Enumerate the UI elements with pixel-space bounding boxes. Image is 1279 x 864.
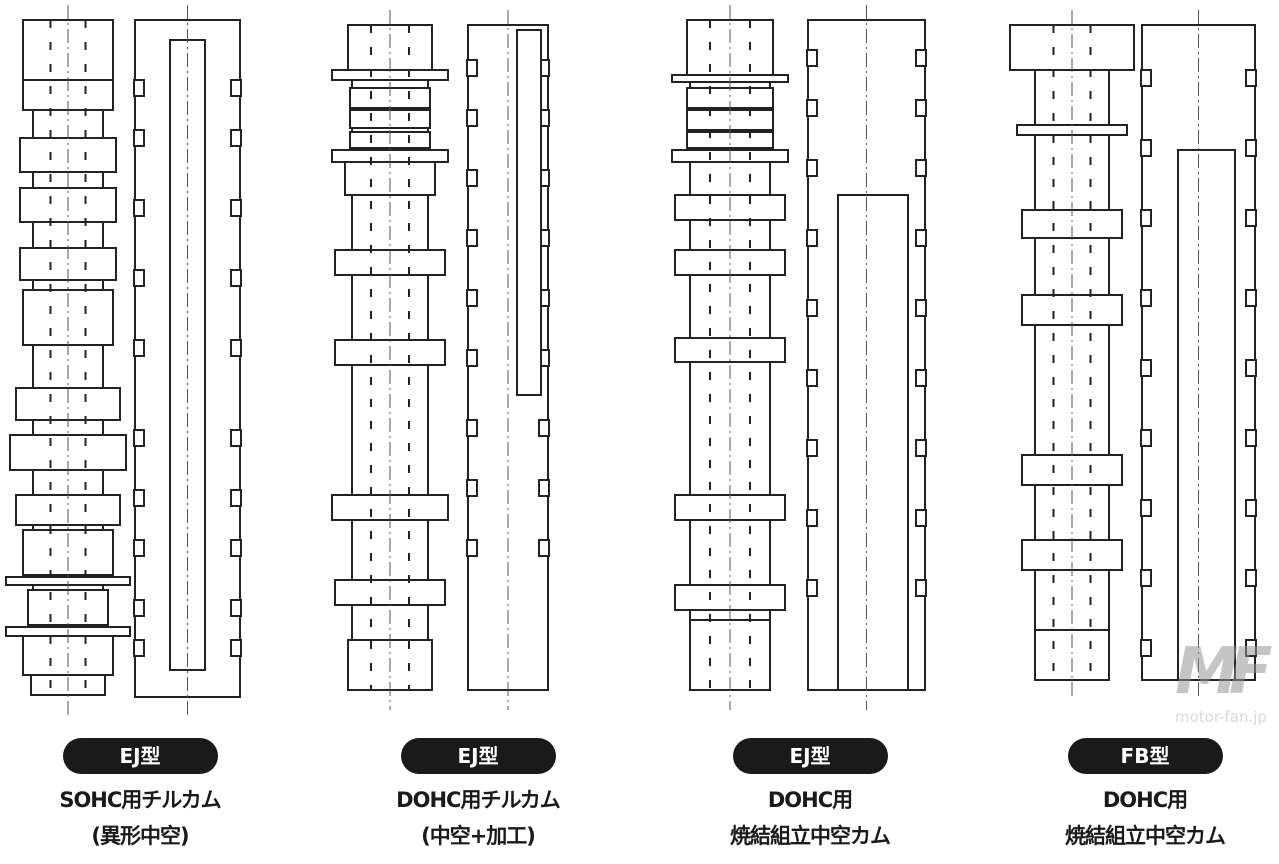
fb-sintered-cam-section-notch <box>1140 429 1152 447</box>
dohc-chill-cam-section-notch <box>538 419 550 437</box>
dohc-chill-cam-section-notch <box>466 479 478 497</box>
ej-sintered-cam-section-notch <box>806 439 818 457</box>
engine-badge: EJ型 <box>400 738 556 774</box>
sohc-cam-section-notch <box>133 489 145 507</box>
engine-badge: FB型 <box>1067 738 1223 774</box>
sohc-cam-section-notch <box>230 339 242 357</box>
caption-line1: DOHC用 <box>1102 788 1188 812</box>
ej-sintered-cam-section-notch <box>806 229 818 247</box>
caption-dohc-chill-cam: EJ型 DOHC用チルカム (中空+加工) <box>348 738 608 850</box>
sohc-cam-section-notch <box>230 129 242 147</box>
caption-line2: 焼結組立中空カム <box>1065 824 1226 848</box>
sohc-cam-section-notch <box>133 339 145 357</box>
caption-line1: DOHC用チルカム <box>396 788 561 812</box>
caption-line2: (異形中空) <box>91 824 189 848</box>
dohc-chill-cam-section-notch <box>466 229 478 247</box>
fb-sintered-cam-section-notch <box>1245 139 1257 157</box>
fb-sintered-cam-section-notch <box>1140 499 1152 517</box>
dohc-chill-cam-section-notch <box>538 479 550 497</box>
watermark-site: motor-fan.jp <box>1175 708 1267 726</box>
sohc-cam-section-notch <box>230 79 242 97</box>
ej-sintered-cam-section-notch <box>806 299 818 317</box>
ej-sintered-cam-section-notch <box>915 579 927 597</box>
dohc-chill-cam-section-notch <box>466 109 478 127</box>
fb-sintered-cam-section-notch <box>1245 359 1257 377</box>
sohc-cam-section-notch <box>230 429 242 447</box>
ej-sintered-cam-section-notch <box>806 99 818 117</box>
fb-sintered-cam-section-notch <box>1245 639 1257 657</box>
sohc-cam-section-notch <box>230 199 242 217</box>
engine-badge: EJ型 <box>62 738 218 774</box>
dohc-chill-cam-section-notch <box>466 289 478 307</box>
sohc-cam-section-notch <box>133 199 145 217</box>
ej-sintered-cam-section-notch <box>915 509 927 527</box>
caption-line2: (中空+加工) <box>421 824 536 848</box>
fb-sintered-cam-section-notch <box>1140 359 1152 377</box>
ej-sintered-cam-section-notch <box>806 369 818 387</box>
dohc-chill-cam-section-notch <box>466 419 478 437</box>
fb-sintered-cam-section-notch <box>1140 69 1152 87</box>
ej-sintered-cam-section-notch <box>915 439 927 457</box>
ej-sintered-cam-section-notch <box>915 299 927 317</box>
watermark-logo: MF <box>1175 635 1272 709</box>
ej-sintered-cam-section-notch <box>915 159 927 177</box>
sohc-cam-section-notch <box>230 539 242 557</box>
fb-sintered-cam-section-notch <box>1245 569 1257 587</box>
caption-ej-sintered-cam: EJ型 DOHC用 焼結組立中空カム <box>680 738 940 850</box>
sohc-cam-section-notch <box>133 539 145 557</box>
fb-sintered-cam-section-notch <box>1245 289 1257 307</box>
sohc-cam-section-notch <box>133 129 145 147</box>
fb-sintered-cam-section-notch <box>1140 209 1152 227</box>
caption-line1: SOHC用チルカム <box>59 788 221 812</box>
sohc-cam-section-notch <box>133 429 145 447</box>
sohc-cam-section-notch <box>230 269 242 287</box>
dohc-chill-cam-section-notch <box>466 59 478 77</box>
ej-sintered-cam-section-notch <box>915 49 927 67</box>
ej-sintered-cam-section-bore <box>837 194 909 691</box>
dohc-chill-cam-section-notch <box>466 349 478 367</box>
camshaft-drawings <box>5 5 1257 717</box>
ej-sintered-cam-section-notch <box>806 49 818 67</box>
fb-sintered-cam-section-notch <box>1140 139 1152 157</box>
sohc-cam-section-notch <box>133 639 145 657</box>
dohc-chill-cam-section-notch <box>466 169 478 187</box>
sohc-cam-section-notch <box>133 269 145 287</box>
ej-sintered-cam-section-notch <box>806 579 818 597</box>
ej-sintered-cam-section-notch <box>915 229 927 247</box>
sohc-cam-section-notch <box>230 599 242 617</box>
fb-sintered-cam-section-notch <box>1245 209 1257 227</box>
fb-sintered-cam-section-notch <box>1140 569 1152 587</box>
engine-badge: EJ型 <box>732 738 888 774</box>
fb-sintered-cam-section-notch <box>1245 499 1257 517</box>
fb-sintered-cam-section-notch <box>1140 639 1152 657</box>
ej-sintered-cam-section-notch <box>806 509 818 527</box>
sohc-cam-section-notch <box>230 489 242 507</box>
dohc-chill-cam-section-notch <box>538 539 550 557</box>
ej-sintered-cam-section-notch <box>915 99 927 117</box>
caption-line2: 焼結組立中空カム <box>730 824 891 848</box>
fb-sintered-cam-section-notch <box>1140 289 1152 307</box>
sohc-cam-section-notch <box>133 79 145 97</box>
caption-fb-sintered-cam: FB型 DOHC用 焼結組立中空カム <box>1015 738 1275 850</box>
sohc-cam-section-notch <box>230 639 242 657</box>
caption-sohc-chill-cam: EJ型 SOHC用チルカム (異形中空) <box>10 738 270 850</box>
fb-sintered-cam-section-bore <box>1177 149 1236 681</box>
fb-sintered-cam-section-notch <box>1245 69 1257 87</box>
dohc-chill-cam-section-bore <box>516 29 542 396</box>
caption-line1: DOHC用 <box>767 788 853 812</box>
sohc-cam-section-notch <box>133 599 145 617</box>
ej-sintered-cam-section-notch <box>915 369 927 387</box>
ej-sintered-cam-section-notch <box>806 159 818 177</box>
dohc-chill-cam-section-notch <box>466 539 478 557</box>
fb-sintered-cam-section-notch <box>1245 429 1257 447</box>
